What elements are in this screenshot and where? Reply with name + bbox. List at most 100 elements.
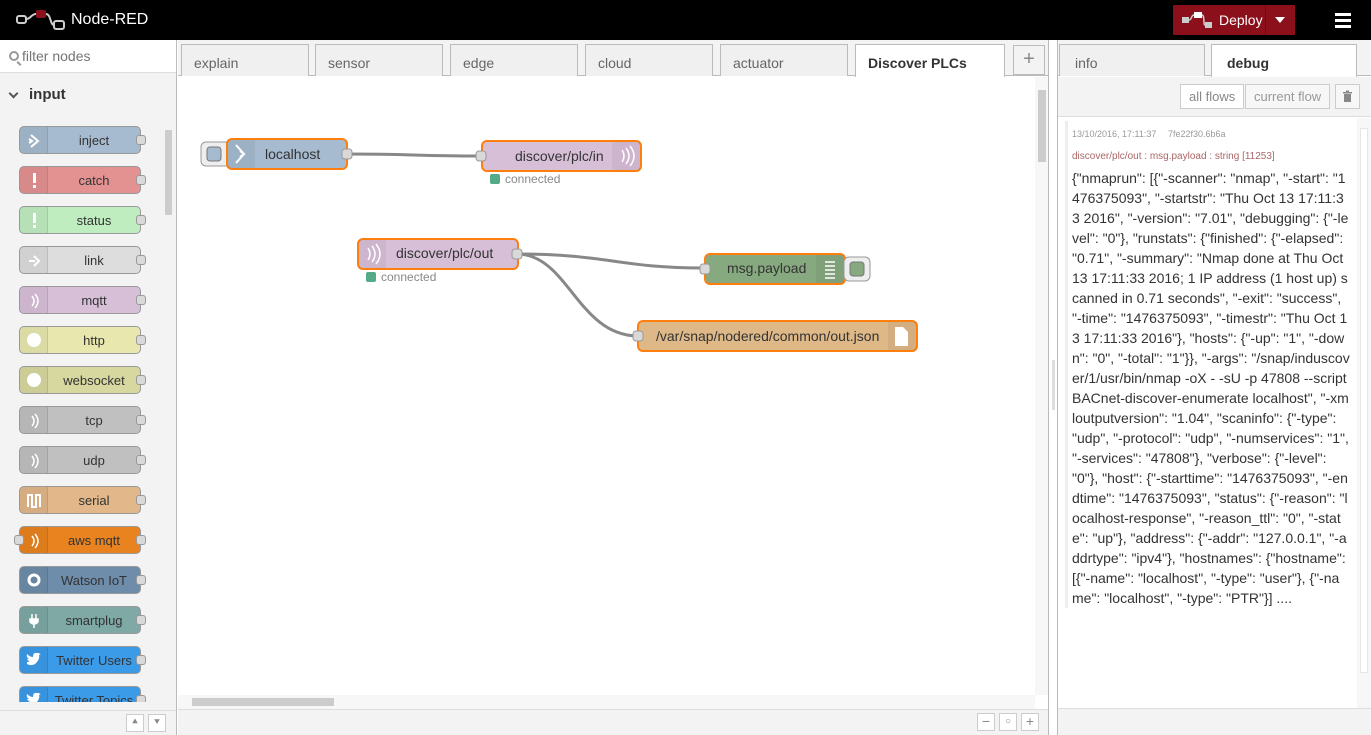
palette-node-link[interactable]: link bbox=[19, 246, 146, 274]
tab-debug[interactable]: debug bbox=[1211, 44, 1357, 77]
debug-message: 13/10/2016, 17:11:37 7fe22f30.6b6a disco… bbox=[1065, 121, 1350, 608]
scrollbar-thumb[interactable] bbox=[165, 130, 172, 215]
palette-node-websocket[interactable]: websocket bbox=[19, 366, 146, 394]
filter-current-flow-button[interactable]: current flow bbox=[1245, 84, 1331, 109]
output-port bbox=[136, 575, 146, 585]
input-port[interactable] bbox=[632, 330, 644, 342]
mqtt-out-node-discover-plc-in[interactable]: discover/plc/in connected bbox=[475, 140, 642, 186]
tab-discover-plcs[interactable]: Discover PLCs bbox=[855, 44, 1005, 77]
debug-scrollbar[interactable] bbox=[1357, 118, 1371, 708]
debug-toggle-button[interactable] bbox=[849, 261, 865, 277]
wire[interactable] bbox=[516, 252, 639, 338]
tab-info[interactable]: info bbox=[1059, 44, 1205, 76]
zoom-reset-button[interactable]: ○ bbox=[999, 713, 1017, 731]
sidebar-footer bbox=[1058, 708, 1371, 735]
output-port[interactable] bbox=[341, 148, 353, 160]
tab-actuator[interactable]: actuator bbox=[720, 44, 848, 76]
palette-node-label: inject bbox=[78, 133, 110, 148]
palette-filter-input[interactable] bbox=[22, 48, 162, 64]
status-dot-icon bbox=[366, 272, 376, 282]
palette-scrollbar[interactable] bbox=[162, 80, 176, 710]
alert-icon bbox=[20, 207, 48, 233]
tab-explain[interactable]: explain bbox=[181, 44, 309, 76]
output-port bbox=[136, 255, 146, 265]
bridge-icon bbox=[20, 527, 48, 553]
output-port[interactable] bbox=[511, 248, 523, 260]
palette-category-header[interactable]: input bbox=[0, 80, 162, 110]
plug-icon bbox=[20, 607, 48, 633]
palette-node-label: http bbox=[83, 333, 105, 348]
palette-node-status[interactable]: status bbox=[19, 206, 146, 234]
scrollbar-thumb[interactable] bbox=[192, 698, 334, 706]
add-flow-button[interactable]: + bbox=[1013, 45, 1045, 75]
zoom-in-button[interactable]: + bbox=[1021, 713, 1039, 731]
debug-list-icon bbox=[825, 261, 835, 279]
mqtt-in-node-discover-plc-out[interactable]: discover/plc/out connected bbox=[357, 238, 523, 284]
drag-handle[interactable] bbox=[1052, 360, 1055, 410]
output-port bbox=[136, 295, 146, 305]
output-port bbox=[136, 175, 146, 185]
palette-node-catch[interactable]: catch bbox=[19, 166, 146, 194]
debug-node-msg-payload[interactable]: msg.payload bbox=[699, 253, 871, 285]
main-menu-button[interactable] bbox=[1330, 8, 1356, 32]
tab-edge[interactable]: edge bbox=[450, 44, 578, 76]
bridge-icon bbox=[367, 243, 381, 265]
scrollbar-thumb[interactable] bbox=[1038, 90, 1046, 162]
clear-debug-button[interactable] bbox=[1335, 84, 1360, 109]
status-text: connected bbox=[381, 270, 436, 284]
globe-icon bbox=[20, 327, 48, 353]
palette-node-twitter-topics[interactable]: Twitter Topics bbox=[19, 686, 146, 702]
workspace-tabs: explain sensor edge cloud actuator Disco… bbox=[178, 40, 1048, 77]
zoom-out-button[interactable]: − bbox=[977, 713, 995, 731]
palette-node-twitter-users[interactable]: Twitter Users bbox=[19, 646, 146, 674]
inject-button[interactable] bbox=[206, 146, 222, 162]
debug-toolbar: all flows current flow bbox=[1058, 77, 1371, 117]
palette-node-http[interactable]: http bbox=[19, 326, 146, 354]
output-port bbox=[136, 535, 146, 545]
scrollbar-thumb[interactable] bbox=[1360, 128, 1368, 673]
plus-icon: + bbox=[1023, 48, 1035, 70]
palette-node-label: Twitter Users bbox=[56, 653, 132, 668]
palette-node-mqtt[interactable]: mqtt bbox=[19, 286, 146, 314]
flow-diagram: localhost discover/plc/in connected disc… bbox=[200, 138, 918, 352]
inject-node-localhost[interactable]: localhost bbox=[200, 138, 353, 170]
palette-node-udp[interactable]: udp bbox=[19, 446, 146, 474]
tab-sensor[interactable]: sensor bbox=[315, 44, 443, 76]
palette-node-inject[interactable]: inject bbox=[19, 126, 146, 154]
expand-all-button[interactable]: ⯆ bbox=[148, 714, 166, 732]
palette-node-watson-iot[interactable]: Watson IoT bbox=[19, 566, 146, 594]
file-node-out-json[interactable]: /var/snap/nodered/common/out.json bbox=[632, 320, 918, 352]
input-port bbox=[14, 535, 24, 545]
palette-node-serial[interactable]: serial bbox=[19, 486, 146, 514]
deploy-button[interactable]: Deploy bbox=[1173, 5, 1295, 35]
tab-label: explain bbox=[194, 55, 239, 71]
collapse-all-button[interactable]: ⯅ bbox=[126, 714, 144, 732]
canvas-vertical-scrollbar[interactable] bbox=[1035, 77, 1048, 695]
serial-icon bbox=[20, 487, 48, 513]
sidebar-separator[interactable] bbox=[1048, 40, 1058, 735]
debug-node-id[interactable]: 7fe22f30.6b6a bbox=[1167, 129, 1226, 139]
tab-cloud[interactable]: cloud bbox=[585, 44, 713, 76]
output-port bbox=[136, 215, 146, 225]
palette-node-tcp[interactable]: tcp bbox=[19, 406, 146, 434]
flow-canvas[interactable]: localhost discover/plc/in connected disc… bbox=[178, 77, 1035, 695]
wire[interactable] bbox=[346, 152, 482, 158]
input-port[interactable] bbox=[699, 263, 711, 275]
node-label: discover/plc/out bbox=[396, 245, 493, 261]
palette-node-label: status bbox=[76, 213, 112, 228]
palette-node-aws-mqtt[interactable]: aws mqtt bbox=[14, 526, 146, 554]
palette-node-smartplug[interactable]: smartplug bbox=[19, 606, 146, 634]
bridge-icon bbox=[20, 287, 48, 313]
debug-messages: 13/10/2016, 17:11:37 7fe22f30.6b6a disco… bbox=[1058, 118, 1355, 678]
app-title: Node-RED bbox=[71, 11, 149, 28]
deploy-dropdown-icon[interactable] bbox=[1275, 17, 1285, 23]
output-port bbox=[136, 335, 146, 345]
wire[interactable] bbox=[516, 252, 705, 270]
status-text: connected bbox=[505, 172, 560, 186]
canvas-horizontal-scrollbar[interactable] bbox=[178, 695, 1035, 709]
alert-icon bbox=[20, 167, 48, 193]
palette-node-label: mqtt bbox=[81, 293, 107, 308]
filter-all-flows-button[interactable]: all flows bbox=[1180, 84, 1245, 109]
input-port[interactable] bbox=[475, 150, 487, 162]
file-icon bbox=[895, 327, 908, 346]
